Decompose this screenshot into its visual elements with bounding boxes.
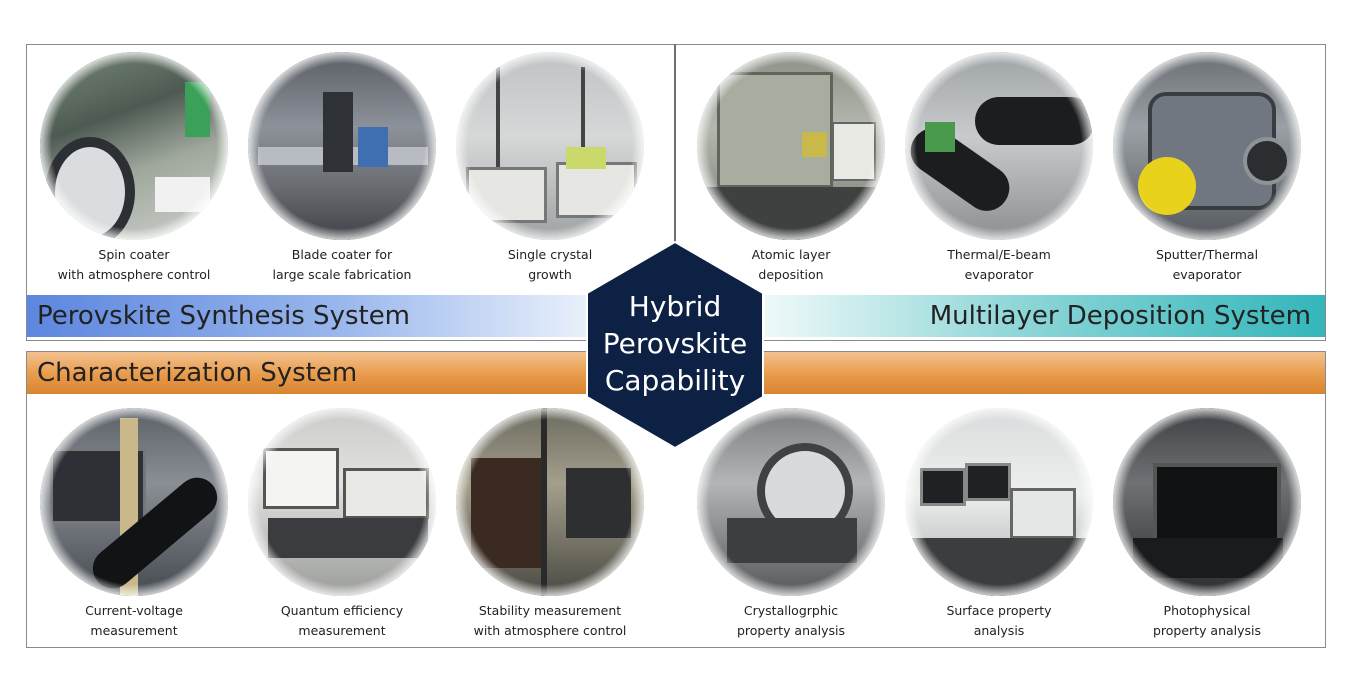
thermal-ebeam-evaporator-photo [905, 52, 1093, 240]
caption-line: large scale fabrication [272, 267, 412, 282]
single-crystal-photo [456, 52, 644, 240]
caption-line: Photophysical [1163, 603, 1251, 618]
caption-line: Atomic layer [751, 247, 831, 262]
spin-coater-photo [40, 52, 228, 240]
caption-blade-coater: Blade coater for large scale fabrication [242, 245, 442, 285]
surface-property-analysis-photo [905, 408, 1093, 596]
panel-divider [674, 44, 676, 294]
caption-line: Single crystal [507, 247, 593, 262]
caption-line: evaporator [1172, 267, 1242, 282]
caption-surface: Surface property analysis [899, 601, 1099, 641]
caption-stability: Stability measurement with atmosphere co… [450, 601, 650, 641]
photophysical-analysis-photo [1113, 408, 1301, 596]
caption-line: Thermal/E-beam [947, 247, 1051, 262]
multilayer-deposition-banner: Multilayer Deposition System [765, 295, 1325, 337]
hybrid-perovskite-hexagon: Hybrid Perovskite Capability [585, 240, 765, 450]
caption-photophysical: Photophysical property analysis [1107, 601, 1307, 641]
caption-quantum-efficiency: Quantum efficiency measurement [242, 601, 442, 641]
hexagon-title-line: Hybrid [628, 290, 722, 323]
hexagon-title-line: Capability [604, 364, 746, 397]
caption-line: Spin coater [98, 247, 170, 262]
stability-measurement-photo [456, 408, 644, 596]
caption-single-crystal: Single crystal growth [450, 245, 650, 285]
hexagon-title-line: Perovskite [602, 327, 748, 360]
caption-line: with atmosphere control [57, 267, 211, 282]
crystallographic-analysis-photo [697, 408, 885, 596]
caption-line: property analysis [736, 623, 846, 638]
caption-line: Current-voltage [85, 603, 183, 618]
atomic-layer-deposition-photo [697, 52, 885, 240]
blade-coater-photo [248, 52, 436, 240]
caption-line: Sputter/Thermal [1155, 247, 1259, 262]
sputter-thermal-evaporator-photo [1113, 52, 1301, 240]
caption-line: analysis [973, 623, 1025, 638]
caption-line: deposition [758, 267, 824, 282]
caption-spin-coater: Spin coater with atmosphere control [34, 245, 234, 285]
caption-line: Quantum efficiency [280, 603, 404, 618]
caption-line: property analysis [1152, 623, 1262, 638]
caption-line: Blade coater for [291, 247, 393, 262]
caption-current-voltage: Current-voltage measurement [34, 601, 234, 641]
caption-thermal-ebeam: Thermal/E-beam evaporator [899, 245, 1099, 285]
perovskite-synthesis-banner: Perovskite Synthesis System [27, 295, 587, 337]
current-voltage-photo [40, 408, 228, 596]
caption-ald: Atomic layer deposition [691, 245, 891, 285]
hexagon-title: Hybrid Perovskite Capability [585, 288, 765, 399]
caption-sputter: Sputter/Thermal evaporator [1107, 245, 1307, 285]
caption-line: measurement [90, 623, 178, 638]
quantum-efficiency-photo [248, 408, 436, 596]
caption-line: Surface property [946, 603, 1052, 618]
caption-crystallographic: Crystallogrphic property analysis [691, 601, 891, 641]
caption-line: with atmosphere control [473, 623, 627, 638]
caption-line: measurement [298, 623, 386, 638]
caption-line: Crystallogrphic [743, 603, 839, 618]
caption-line: evaporator [964, 267, 1034, 282]
caption-line: Stability measurement [478, 603, 622, 618]
hexagon-shape [586, 240, 764, 450]
caption-line: growth [528, 267, 572, 282]
